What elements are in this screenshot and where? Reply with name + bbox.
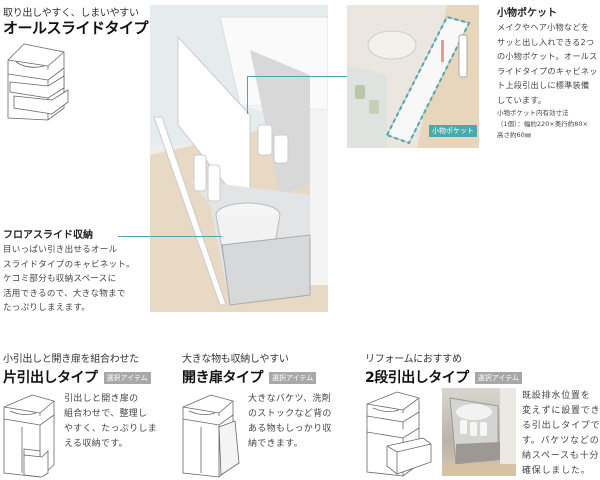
option-line: 変えずに設置でき xyxy=(522,406,600,416)
pocket-heading: 小物ポケット xyxy=(497,8,557,19)
option-title: 片引出しタイプ xyxy=(3,370,98,386)
floor-slide-line: スライドタイプのキャビネット。 xyxy=(3,259,135,270)
2dan-hikidashi-drawing xyxy=(366,391,432,477)
pocket-connector-drop xyxy=(247,76,248,114)
floor-connector-line xyxy=(118,236,222,237)
option-line: す。バケツなどの収 xyxy=(522,436,600,446)
pocket-line: ト上段引出しに標準装備 xyxy=(497,80,590,90)
2dan-hikidashi-photo xyxy=(442,388,516,476)
option-2dan-hikidashi: リフォームにおすすめ 2段引出しタイプ選択アイテム xyxy=(365,350,523,387)
floor-slide-heading: フロアスライド収納 xyxy=(3,230,93,241)
kata-hikidashi-drawing xyxy=(3,394,55,478)
pocket-section: 小物ポケット メイクやヘア小物などを サッと出し入れできる2つ の小物ポケット。… xyxy=(497,4,600,141)
option-line: ある物もしっかり収 xyxy=(248,424,332,434)
option-line: 納できます。 xyxy=(248,439,303,449)
option-line: やすく、たっぷりしま xyxy=(64,424,158,434)
pocket-line: サッと出し入れできる2つ xyxy=(497,36,595,47)
option-line: 確保しました。 xyxy=(522,466,591,476)
option-subtitle: 大きな物も収納しやすい xyxy=(182,354,289,365)
all-slide-cabinet-drawing xyxy=(7,43,69,121)
select-item-badge: 選択アイテム xyxy=(103,372,151,384)
small-pocket-photo: 小物ポケット xyxy=(347,5,479,148)
pocket-spec-line: 高さ約60㎜ xyxy=(497,131,532,139)
option-subtitle: 小引出しと開き扉を組合わせた xyxy=(3,354,139,365)
option-description: 大きなバケツ、洗剤 のストックなど背の ある物もしっかり収 納できます。 xyxy=(248,392,332,452)
hero-subtitle: 取り出しやすく、しまいやすい xyxy=(3,8,139,19)
option-line: 既設排水位置を xyxy=(522,391,591,401)
option-line: 納スペースも十分 xyxy=(522,451,600,461)
pocket-line: しています。 xyxy=(497,94,547,105)
option-title: 2段引出しタイプ xyxy=(365,370,469,386)
option-description: 引出しと開き扉の 組合わせで、整理し やすく、たっぷりしま える収納です。 xyxy=(64,392,157,452)
floor-slide-line: ケコミ部分も収納スペースに xyxy=(3,274,117,284)
all-slide-cabinet-photo xyxy=(150,5,328,312)
option-description: 既設排水位置を 変えずに設置でき る引出しタイプで す。バケツなどの収 納スペー… xyxy=(522,389,600,479)
pocket-line: ライドタイプのキャビネッ xyxy=(497,65,598,76)
select-item-badge: 選択アイテム xyxy=(269,372,317,384)
pocket-spec-line: 小物ポケット内有効寸法 xyxy=(497,109,569,117)
hiraki-tobira-drawing xyxy=(182,394,240,478)
floor-slide-line: 活用できるので、大きな物まで xyxy=(3,288,126,299)
option-line: る引出しタイプで xyxy=(522,421,600,431)
small-pocket-label: 小物ポケット xyxy=(429,125,477,137)
floor-slide-line: 目いっぱい引き出せるオール xyxy=(3,245,118,255)
select-item-badge: 選択アイテム xyxy=(474,372,523,384)
option-hiraki-tobira: 大きな物も収納しやすい 開き扉タイプ選択アイテム xyxy=(182,350,317,387)
pocket-line: の小物ポケット。オールス xyxy=(497,51,598,61)
option-line: 組合わせで、整理し xyxy=(64,409,148,419)
hero-title: オールスライドタイプ xyxy=(3,19,149,37)
floor-slide-section: フロアスライド収納 目いっぱい引き出せるオール スライドタイプのキャビネット。 … xyxy=(3,226,163,316)
pocket-line: メイクやヘア小物などを xyxy=(497,22,590,32)
option-line: 引出しと開き扉の xyxy=(64,394,139,404)
pocket-spec-line: （1個）：幅約220×奥行約80× xyxy=(497,120,588,128)
option-title: 開き扉タイプ xyxy=(182,370,264,386)
pocket-connector-line xyxy=(247,76,348,77)
option-kata-hikidashi: 小引出しと開き扉を組合わせた 片引出しタイプ選択アイテム xyxy=(3,350,151,387)
option-line: える収納です。 xyxy=(64,439,128,449)
floor-slide-line: たっぷりしまえます。 xyxy=(3,303,91,313)
option-line: 大きなバケツ、洗剤 xyxy=(248,394,331,404)
option-subtitle: リフォームにおすすめ xyxy=(365,354,462,365)
option-line: のストックなど背の xyxy=(248,409,332,419)
